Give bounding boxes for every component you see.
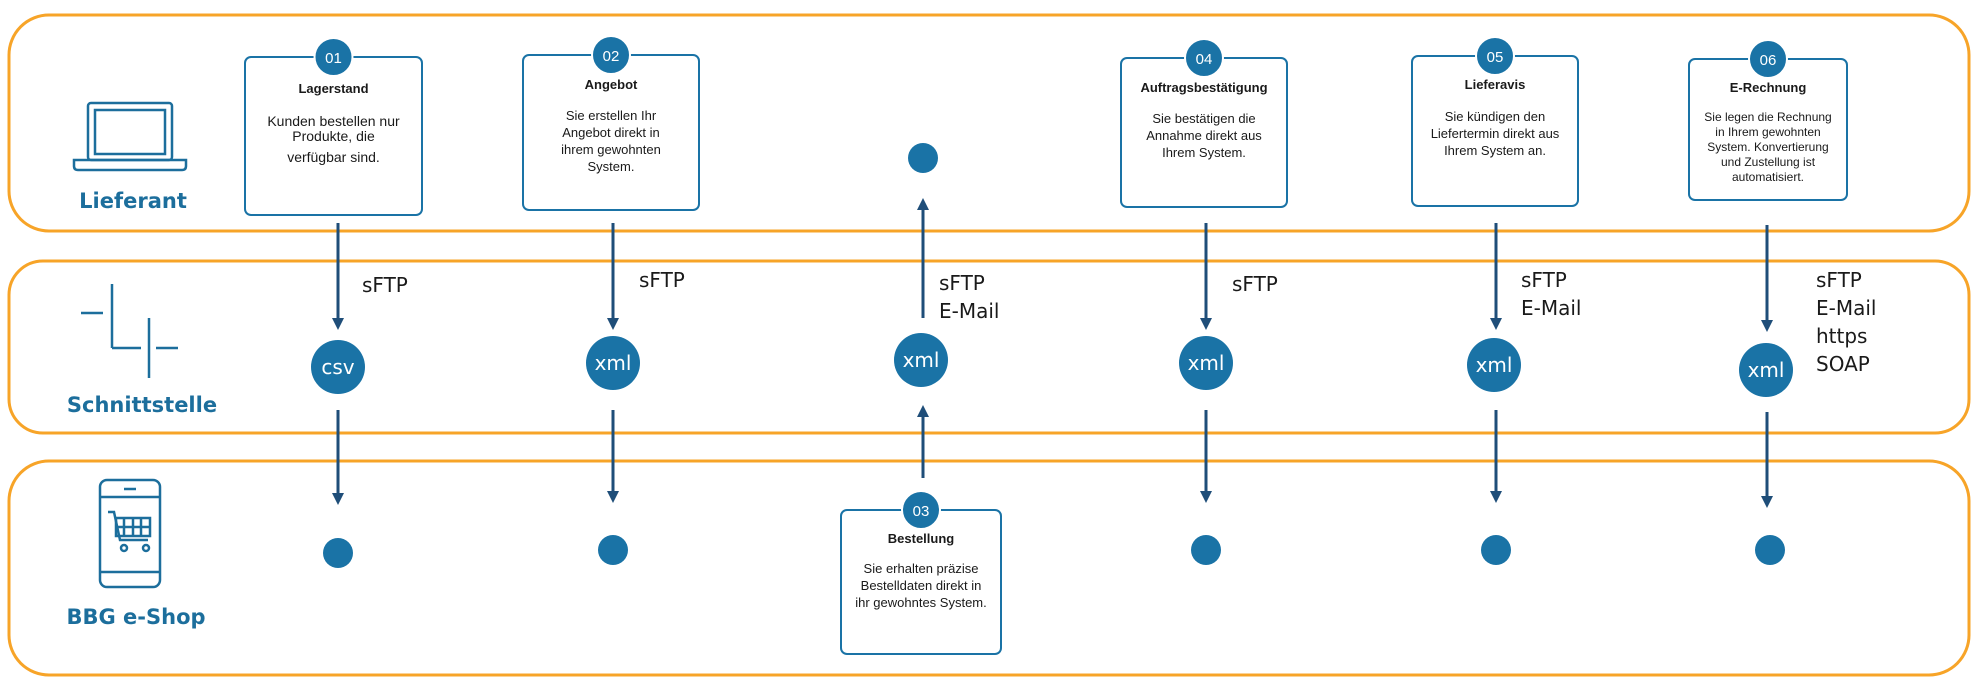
step-number-badge: [901, 490, 941, 530]
step-number: 04: [1196, 51, 1213, 68]
step-number: 03: [913, 503, 930, 520]
format-badge: [311, 340, 365, 394]
laptop-icon: [72, 101, 188, 172]
protocol-label: sFTP: [1232, 272, 1278, 296]
format-label: xml: [903, 348, 940, 372]
protocol-label: sFTP: [362, 273, 408, 297]
lane-supplier: [7, 13, 1971, 233]
step-title: E-Rechnung: [1730, 80, 1807, 95]
flow-arrow: [1761, 225, 1773, 332]
flow-arrow: [1200, 223, 1212, 330]
flow-arrow: [1490, 410, 1502, 503]
format-badge: [1179, 336, 1233, 390]
endpoint-dot: [323, 538, 353, 568]
format-badge: [1467, 338, 1521, 392]
step-number: 01: [325, 50, 342, 67]
step-description-line: Produkte, die: [292, 128, 375, 144]
step-description-line: Sie bestätigen die: [1152, 111, 1255, 126]
flow-arrow: [607, 410, 619, 503]
step-number: 05: [1487, 49, 1504, 66]
protocol-label: sFTP: [639, 268, 685, 292]
step-title: Angebot: [585, 77, 638, 92]
step-description-line: System.: [588, 159, 635, 174]
format-label: xml: [1748, 358, 1785, 382]
endpoint-dot: [1481, 535, 1511, 565]
format-label: xml: [595, 351, 632, 375]
step-number: 02: [603, 48, 620, 65]
flow-arrow: [607, 223, 619, 330]
format-badge: [586, 336, 640, 390]
flow-arrow: [332, 223, 344, 330]
step-description-line: Bestelldaten direkt in: [861, 578, 982, 593]
step-number-badge: [591, 35, 631, 75]
step-title: Lagerstand: [298, 81, 368, 96]
step-description-line: Sie kündigen den: [1445, 109, 1545, 124]
endpoint-dot: [1755, 535, 1785, 565]
step-description-line: in Ihrem gewohnten: [1715, 125, 1820, 139]
step-description-line: Sie legen die Rechnung: [1704, 110, 1831, 124]
step-description-line: Annahme direkt aus: [1146, 128, 1262, 143]
step-description-line: automatisiert.: [1732, 170, 1804, 184]
step-description-line: ihrem gewohnten: [561, 142, 661, 157]
step-number: 06: [1760, 52, 1777, 69]
protocol-label: sFTP: [939, 271, 985, 295]
flow-arrow: [917, 405, 929, 478]
step-number-badge: [1184, 38, 1224, 78]
step-title: Auftragsbestätigung: [1140, 80, 1267, 95]
protocol-label: https: [1816, 324, 1867, 348]
step-description-line: Ihrem System.: [1162, 145, 1246, 160]
step-description-line: Sie erhalten präzise: [864, 561, 979, 576]
step-number-badge: [1748, 39, 1788, 79]
shop-phone-icon: [98, 478, 162, 589]
endpoint-dot: [1191, 535, 1221, 565]
format-label: xml: [1476, 353, 1513, 377]
step-description-line: ihr gewohntes System.: [855, 595, 987, 610]
interface-icon: [81, 284, 178, 378]
step-description-line: und Zustellung ist: [1721, 155, 1816, 169]
step-description-line: Kunden bestellen nur: [267, 113, 400, 129]
endpoint-dot: [908, 143, 938, 173]
endpoint-dot: [598, 535, 628, 565]
protocol-label: E-Mail: [1521, 296, 1581, 320]
step-number-badge: [313, 37, 354, 77]
lane-label-interface: Schnittstelle: [67, 393, 217, 417]
format-label: csv: [321, 355, 354, 379]
step-number-badge: [1475, 36, 1515, 76]
format-badge: [1739, 343, 1793, 397]
format-badge: [894, 333, 948, 387]
protocol-label: E-Mail: [1816, 296, 1876, 320]
flow-arrow: [1200, 410, 1212, 503]
step-description-line: Liefertermin direkt aus: [1431, 126, 1560, 141]
lane-interface: [7, 259, 1971, 435]
protocol-label: sFTP: [1816, 268, 1862, 292]
step-description-line: System. Konvertierung: [1707, 140, 1828, 154]
protocol-label: E-Mail: [939, 299, 999, 323]
step-title: Lieferavis: [1465, 77, 1526, 92]
format-label: xml: [1188, 351, 1225, 375]
step-description-line: Sie erstellen Ihr: [566, 108, 657, 123]
flow-arrow: [917, 198, 929, 318]
lane-label-shop: BBG e-Shop: [66, 605, 205, 629]
step-title: Bestellung: [888, 531, 955, 546]
protocol-label: SOAP: [1816, 352, 1870, 376]
flow-arrow: [332, 410, 344, 505]
step-description-line: verfügbar sind.: [287, 149, 380, 165]
step-description-line: Angebot direkt in: [562, 125, 660, 140]
protocol-label: sFTP: [1521, 268, 1567, 292]
flow-arrow: [1761, 412, 1773, 508]
flow-arrow: [1490, 223, 1502, 330]
lane-shop: [7, 459, 1971, 677]
step-description-line: Ihrem System an.: [1444, 143, 1546, 158]
lane-label-supplier: Lieferant: [79, 189, 187, 213]
